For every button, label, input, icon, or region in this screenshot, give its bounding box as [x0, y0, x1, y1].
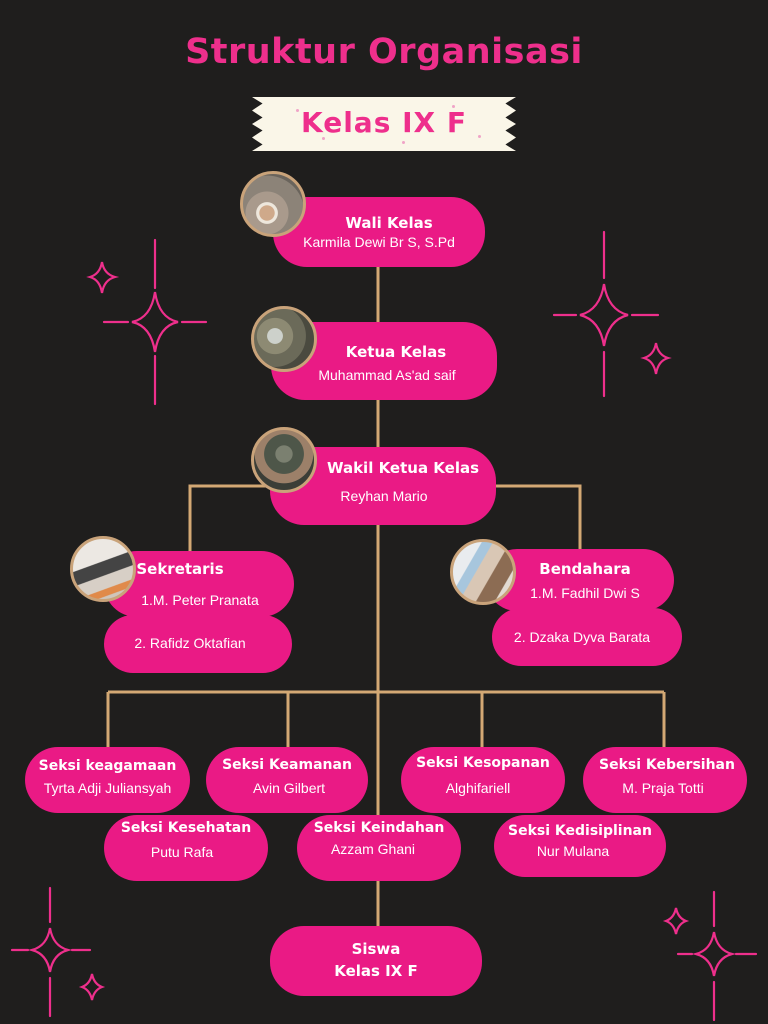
node-class: Kelas IX F	[334, 962, 418, 980]
node-name: Muhammad As'ad saif	[318, 367, 456, 383]
node-role: Seksi Kebersihan	[599, 757, 735, 773]
node-role: Wali Kelas	[345, 214, 433, 232]
node-siswa: Siswa Kelas IX F	[270, 926, 482, 996]
bendahara-photo	[450, 539, 516, 605]
node-name: M. Praja Totti	[622, 780, 704, 796]
node-role: Seksi Kedisiplinan	[508, 823, 652, 839]
node-sekretaris-member-2: 2. Rafidz Oktafian	[104, 615, 292, 673]
sekretaris-photo	[70, 536, 136, 602]
node-sekretaris: Sekretaris 1.M. Peter Pranata	[104, 551, 294, 617]
node-wali-kelas: Wali Kelas Karmila Dewi Br S, S.Pd	[273, 197, 485, 267]
connector-bendahara	[495, 484, 582, 552]
wali-photo	[240, 171, 306, 237]
sparkle-icon	[676, 890, 758, 1022]
node-role: Seksi Kesehatan	[120, 820, 252, 836]
node-role: Wakil Ketua Kelas	[326, 459, 480, 477]
node-name: 1.M. Peter Pranata	[141, 592, 259, 608]
sparkle-icon	[78, 973, 106, 1001]
sparkle-icon	[640, 342, 672, 375]
ketua-photo	[251, 306, 317, 372]
node-role: Seksi keagamaan	[38, 758, 177, 774]
node-seksi-kebersihan: Seksi Kebersihan M. Praja Totti	[583, 747, 747, 813]
sparkle-icon	[86, 261, 120, 294]
page-title: Struktur Organisasi	[185, 32, 583, 72]
node-name: 1.M. Fadhil Dwi S	[530, 585, 640, 601]
node-name: Alghifariell	[445, 780, 511, 796]
node-role: Seksi Keindahan	[313, 820, 445, 836]
sparkle-icon	[662, 907, 690, 935]
node-bendahara: Bendahara 1.M. Fadhil Dwi S	[486, 549, 674, 611]
node-role: Bendahara	[539, 560, 631, 578]
wakil-photo	[251, 427, 317, 493]
class-banner: Kelas IX F	[252, 97, 516, 151]
node-seksi-kesehatan: Seksi Kesehatan Putu Rafa	[104, 815, 268, 881]
node-role: Siswa	[351, 940, 401, 958]
node-seksi-keamanan: Seksi Keamanan Avin Gilbert	[206, 747, 368, 813]
node-name: Karmila Dewi Br S, S.Pd	[303, 234, 455, 250]
node-name: Nur Mulana	[536, 843, 610, 859]
sparkle-icon	[10, 886, 92, 1018]
class-banner-label: Kelas IX F	[301, 106, 467, 139]
node-seksi-kedisiplinan: Seksi Kedisiplinan Nur Mulana	[494, 815, 666, 877]
node-role: Seksi Keamanan	[222, 757, 352, 773]
node-name: Reyhan Mario	[340, 488, 428, 504]
node-seksi-kesopanan: Seksi Kesopanan Alghifariell	[401, 747, 565, 813]
node-seksi-keagamaan: Seksi keagamaan Tyrta Adji Juliansyah	[25, 747, 190, 813]
node-name: Avin Gilbert	[252, 780, 326, 796]
node-seksi-keindahan: Seksi Keindahan Azzam Ghani	[297, 815, 461, 881]
node-name: Putu Rafa	[150, 844, 214, 860]
node-role: Seksi Kesopanan	[416, 755, 550, 771]
sparkle-icon	[102, 238, 208, 406]
node-role: Sekretaris	[136, 560, 224, 578]
connector-sekretaris	[188, 484, 272, 556]
node-name: Azzam Ghani	[330, 841, 416, 857]
sparkle-icon	[552, 230, 660, 398]
node-name: 2. Rafidz Oktafian	[134, 635, 246, 651]
node-role: Ketua Kelas	[345, 343, 447, 361]
node-ketua-kelas: Ketua Kelas Muhammad As'ad saif	[271, 322, 497, 400]
node-name: Tyrta Adji Juliansyah	[43, 780, 172, 796]
node-bendahara-member-2: 2. Dzaka Dyva Barata	[492, 608, 682, 666]
node-name: 2. Dzaka Dyva Barata	[513, 629, 651, 645]
